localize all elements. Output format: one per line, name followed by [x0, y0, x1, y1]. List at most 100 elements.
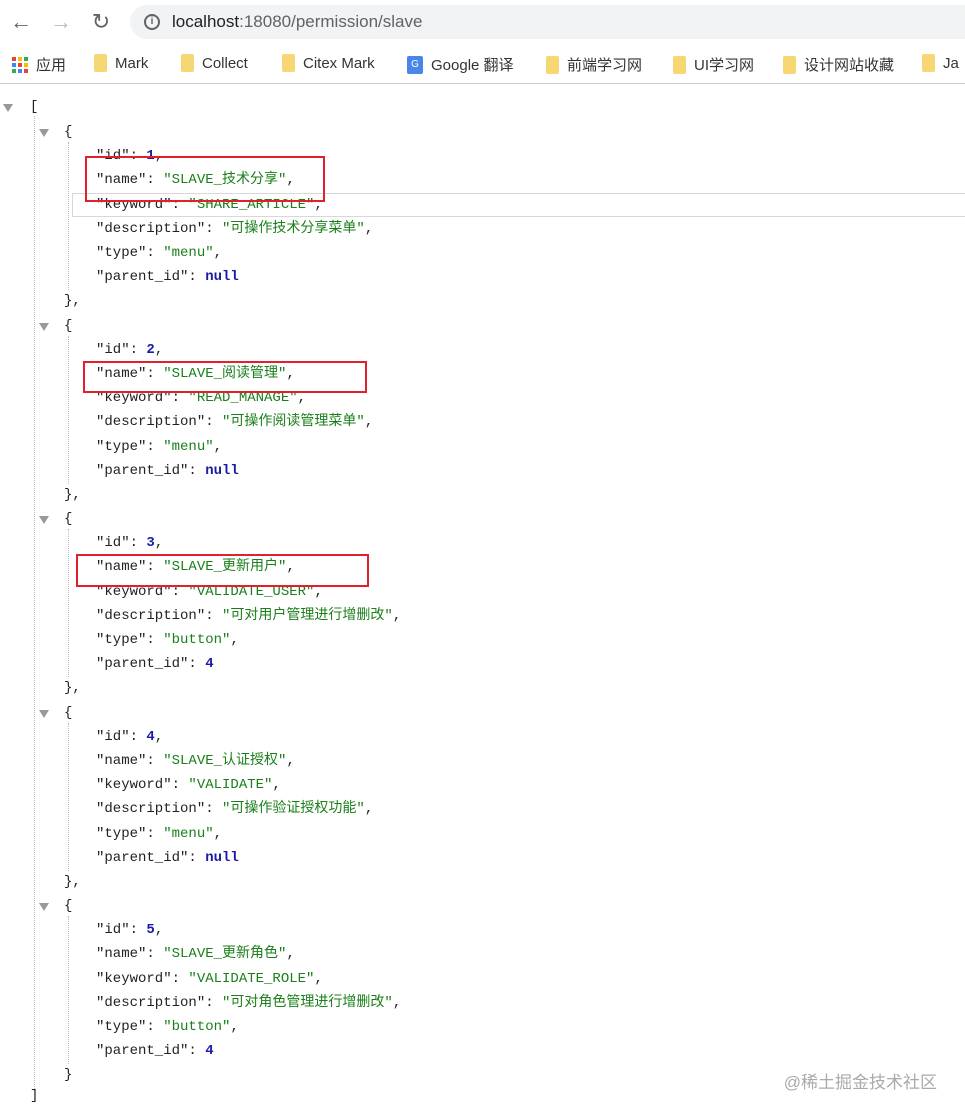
property-key: "description": [96, 994, 223, 1011]
property-value: "SLAVE_技术分享" [163, 172, 287, 189]
property-value: "SLAVE_更新用户" [163, 559, 287, 576]
property-value: 2 [146, 341, 155, 358]
json-property-keyword: "keyword": "VALIDATE", [96, 773, 281, 797]
object-open: { [64, 507, 72, 531]
comma: , [154, 535, 164, 552]
collapse-toggle-icon[interactable] [39, 709, 49, 718]
address-bar[interactable]: i localhost:18080/permission/slave [130, 5, 965, 39]
json-property-type: "type": "button", [96, 628, 239, 652]
json-property-type: "type": "menu", [96, 435, 222, 459]
comma: , [392, 607, 402, 624]
brace: { [64, 511, 73, 527]
info-icon[interactable]: i [144, 14, 160, 30]
json-property-parent_id: "parent_id": null [96, 265, 239, 289]
annotation-box [76, 554, 369, 587]
comma: , [286, 172, 295, 189]
object-close: }, [64, 870, 81, 894]
back-icon[interactable]: ← [10, 9, 32, 34]
folder-icon [94, 54, 107, 72]
reload-icon[interactable]: ↻ [91, 9, 111, 34]
url-path: :18080/permission/slave [239, 12, 423, 31]
comma: , [286, 365, 295, 382]
bookmark-label: 设计网站收藏 [804, 57, 895, 74]
bookmark-item[interactable]: Mark [94, 54, 148, 72]
comma: , [213, 438, 223, 455]
folder-icon [181, 54, 194, 72]
property-key: "parent_id": [96, 269, 206, 286]
folder-icon [783, 55, 796, 74]
indent-guide [68, 722, 69, 871]
property-value: "button" [163, 1019, 231, 1035]
comma: , [230, 632, 239, 648]
property-value: 3 [146, 535, 155, 552]
indent-guide [68, 916, 69, 1064]
comma: , [314, 583, 323, 600]
comma: , [392, 994, 402, 1011]
indent-guide [34, 116, 35, 1091]
property-value: "menu" [163, 438, 214, 455]
comma: , [213, 825, 223, 842]
bookmark-item[interactable]: Collect [181, 54, 248, 72]
bookmark-item[interactable]: UI学习网 [673, 54, 754, 75]
comma: , [364, 220, 374, 237]
comma: , [286, 946, 295, 963]
json-property-parent_id: "parent_id": null [96, 459, 239, 483]
collapse-toggle-icon[interactable] [39, 129, 49, 137]
google-translate-icon: G [407, 55, 423, 74]
property-key: "type": [96, 825, 164, 842]
bookmark-label: Citex Mark [303, 54, 375, 72]
collapse-toggle-icon[interactable] [39, 322, 49, 331]
comma: , [213, 245, 223, 261]
forward-icon[interactable]: → [50, 9, 72, 34]
bookmark-item[interactable]: 应用 [12, 54, 66, 75]
comma: , [314, 196, 323, 213]
json-property-keyword: "keyword": "VALIDATE_USER", [96, 580, 323, 604]
brace: } [64, 1067, 73, 1084]
bookmark-label: 前端学习网 [567, 57, 643, 74]
json-property-type: "type": "menu", [96, 822, 222, 846]
collapse-toggle-icon[interactable] [39, 516, 49, 524]
json-property-description: "description": "可操作验证授权功能", [96, 797, 373, 821]
json-property-parent_id: "parent_id": 4 [96, 652, 214, 676]
browser-toolbar: ← → ↻ i localhost:18080/permission/slave [0, 0, 965, 44]
bookmark-item[interactable]: 设计网站收藏 [783, 54, 894, 75]
collapse-toggle-icon[interactable] [3, 104, 13, 112]
folder-icon [673, 55, 686, 74]
property-value: 4 [205, 656, 214, 673]
collapse-toggle-icon[interactable] [39, 903, 49, 911]
property-key: "parent_id": [96, 656, 206, 673]
url-host: localhost [172, 12, 240, 31]
brace: }, [64, 680, 81, 697]
object-open: { [64, 120, 72, 144]
property-key: "name": [96, 559, 164, 576]
comma: , [286, 559, 295, 576]
bookmark-item[interactable]: 前端学习网 [546, 54, 642, 75]
json-property-parent_id: "parent_id": 4 [96, 1039, 214, 1063]
bookmark-label: Mark [115, 54, 149, 72]
bookmark-item[interactable]: Citex Mark [282, 54, 375, 72]
property-key: "parent_id": [96, 1043, 206, 1060]
property-value: "SLAVE_更新角色" [163, 946, 287, 963]
json-property-description: "description": "可操作阅读管理菜单", [96, 410, 373, 434]
bookmark-item[interactable]: Ja [922, 54, 959, 72]
json-property-type: "type": "menu", [96, 241, 222, 265]
object-close: } [64, 1063, 72, 1087]
url-text[interactable]: localhost:18080/permission/slave [172, 12, 422, 32]
bookmark-label: 应用 [36, 57, 67, 74]
json-property-name: "name": "SLAVE_更新角色", [96, 942, 295, 966]
property-value: 4 [146, 728, 155, 745]
apps-icon [12, 56, 28, 73]
object-open: { [64, 701, 72, 725]
property-key: "name": [96, 172, 164, 189]
property-value: "button" [163, 632, 231, 648]
property-value: "SLAVE_认证授权" [163, 752, 287, 769]
json-property-type: "type": "button", [96, 1015, 239, 1039]
property-key: "id": [96, 922, 147, 939]
property-key: "keyword": [96, 390, 189, 407]
property-value: null [205, 269, 239, 286]
indent-guide [68, 529, 69, 677]
property-key: "id": [96, 341, 147, 358]
comma: , [272, 777, 281, 794]
json-property-description: "description": "可对用户管理进行增删改", [96, 604, 401, 628]
